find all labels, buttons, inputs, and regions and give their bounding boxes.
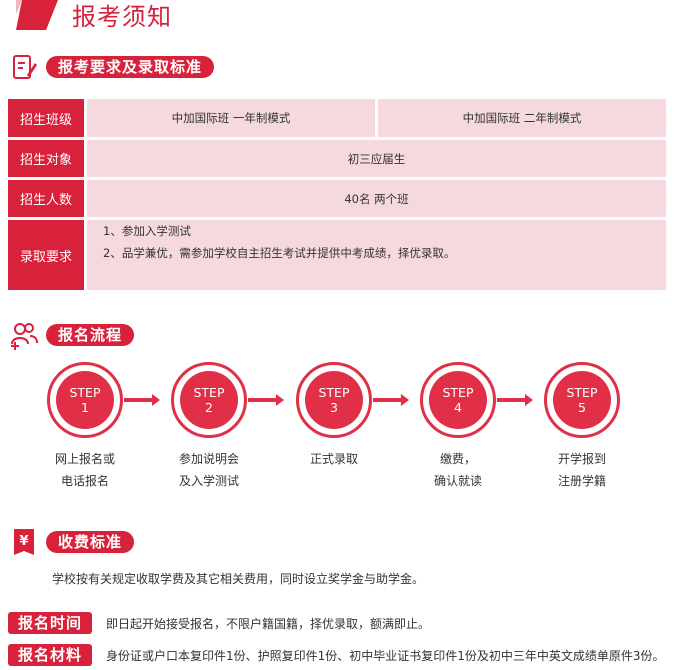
requirements-table: 招生班级 中加国际班 一年制模式 中加国际班 二年制模式 招生对象 初三应届生 … [8, 99, 666, 293]
requirements-title: 报考要求及录取标准 [46, 56, 215, 78]
step-badge: STEP 1 [56, 371, 114, 429]
fees-description: 学校按有关规定收取学费及其它相关费用，同时设立奖学金与助学金。 [52, 572, 425, 586]
step-1: STEP 1 网上报名或 电话报名 [40, 362, 130, 492]
row-label: 招生对象 [8, 140, 84, 177]
page-title: 报考须知 [72, 3, 172, 31]
table-cell: 中加国际班 一年制模式 [87, 99, 375, 137]
edit-document-icon [8, 52, 40, 82]
step-4: STEP 4 缴费， 确认就读 [413, 362, 503, 492]
step-number: 5 [578, 400, 586, 415]
row-label: 招生人数 [8, 180, 84, 217]
arrow-icon [248, 394, 284, 406]
table-row: 招生班级 中加国际班 一年制模式 中加国际班 二年制模式 [8, 99, 666, 137]
table-row: 录取要求 1、参加入学测试 2、品学兼优，需参加学校自主招生考试并提供中考成绩，… [8, 220, 666, 290]
step-line: 确认就读 [433, 474, 482, 488]
step-word: STEP [193, 385, 225, 400]
step-badge: STEP 2 [180, 371, 238, 429]
users-icon [8, 320, 40, 350]
step-circle: STEP 3 [296, 362, 372, 438]
application-materials-row: 报名材料 身份证或户口本复印件1份、护照复印件1份、初中毕业证书复印件1份及初中… [8, 644, 665, 666]
fees-section-header: ¥ 收费标准 [8, 527, 135, 557]
step-5: STEP 5 开学报到 注册学籍 [537, 362, 627, 492]
table-row: 招生人数 40名 两个班 [8, 180, 666, 217]
step-line: 正式录取 [309, 452, 358, 466]
row-label: 招生班级 [8, 99, 84, 137]
arrow-icon [373, 394, 409, 406]
table-cell: 40名 两个班 [87, 180, 666, 217]
step-badge: STEP 3 [305, 371, 363, 429]
step-word: STEP [318, 385, 350, 400]
step-line: 注册学籍 [557, 474, 606, 488]
step-line: 缴费， [439, 452, 476, 466]
step-line: 及入学测试 [178, 474, 239, 488]
step-description: 开学报到 注册学籍 [537, 448, 627, 492]
application-materials-label: 报名材料 [8, 644, 93, 666]
step-description: 正式录取 [289, 448, 379, 470]
step-line: 开学报到 [557, 452, 606, 466]
step-word: STEP [442, 385, 474, 400]
step-circle: STEP 2 [171, 362, 247, 438]
step-circle: STEP 4 [420, 362, 496, 438]
step-word: STEP [69, 385, 101, 400]
table-cell: 中加国际班 二年制模式 [378, 99, 666, 137]
step-number: 1 [81, 400, 89, 415]
table-cell: 初三应届生 [87, 140, 666, 177]
process-title: 报名流程 [46, 324, 135, 346]
process-section-header: 报名流程 [8, 320, 135, 350]
application-time-label: 报名时间 [8, 612, 93, 634]
arrow-icon [497, 394, 533, 406]
application-time-row: 报名时间 即日起开始接受报名，不限户籍国籍，择优录取，额满即止。 [8, 612, 430, 634]
step-line: 参加说明会 [178, 452, 239, 466]
row-label: 录取要求 [8, 220, 84, 290]
application-materials-text: 身份证或户口本复印件1份、护照复印件1份、初中毕业证书复印件1份及初中三年中英文… [106, 648, 665, 663]
fees-title: 收费标准 [46, 531, 135, 553]
arrow-icon [124, 394, 160, 406]
table-cell: 1、参加入学测试 2、品学兼优，需参加学校自主招生考试并提供中考成绩，择优录取。 [87, 220, 666, 290]
step-number: 4 [454, 400, 462, 415]
table-row: 招生对象 初三应届生 [8, 140, 666, 177]
process-flow: STEP 1 网上报名或 电话报名 STEP 2 参加说明会 及入学测试 STE [0, 362, 677, 502]
step-3: STEP 3 正式录取 [289, 362, 379, 470]
application-time-text: 即日起开始接受报名，不限户籍国籍，择优录取，额满即止。 [106, 616, 431, 631]
requirement-line: 2、品学兼优，需参加学校自主招生考试并提供中考成绩，择优录取。 [103, 246, 456, 260]
step-description: 参加说明会 及入学测试 [164, 448, 254, 492]
step-line: 电话报名 [60, 474, 109, 488]
step-line: 网上报名或 [54, 452, 115, 466]
step-circle: STEP 1 [47, 362, 123, 438]
svg-text:¥: ¥ [19, 534, 28, 549]
logo-icon [16, 0, 58, 30]
page-header: 报考须知 [0, 0, 677, 36]
step-number: 3 [330, 400, 338, 415]
step-word: STEP [566, 385, 598, 400]
step-badge: STEP 5 [553, 371, 611, 429]
step-number: 2 [205, 400, 213, 415]
step-circle: STEP 5 [544, 362, 620, 438]
step-badge: STEP 4 [429, 371, 487, 429]
requirements-section-header: 报考要求及录取标准 [8, 52, 215, 82]
step-description: 缴费， 确认就读 [413, 448, 503, 492]
requirement-line: 1、参加入学测试 [103, 224, 191, 238]
yen-icon: ¥ [8, 527, 40, 557]
step-2: STEP 2 参加说明会 及入学测试 [164, 362, 254, 492]
step-description: 网上报名或 电话报名 [40, 448, 130, 492]
